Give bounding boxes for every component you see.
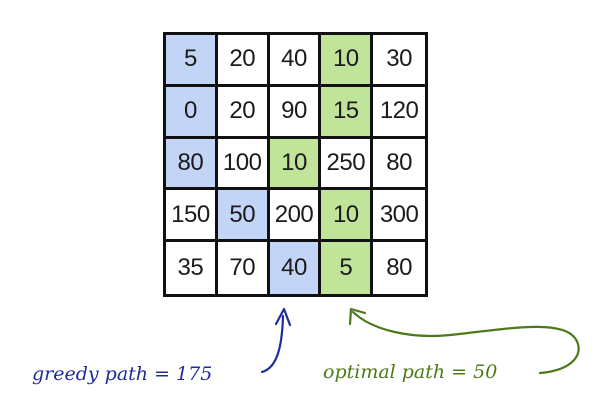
grid-cell: 15 xyxy=(321,86,374,139)
grid-cell: 80 xyxy=(166,138,218,191)
grid-cell: 5 xyxy=(321,242,374,294)
grid-cell: 200 xyxy=(269,190,322,243)
grid-cell: 100 xyxy=(217,138,270,191)
grid-cell: 10 xyxy=(321,190,374,243)
optimal-path-label: optimal path = 50 xyxy=(323,361,498,383)
greedy-arrowhead xyxy=(274,307,292,327)
grid-cell: 20 xyxy=(217,35,270,87)
grid-cell: 150 xyxy=(166,190,218,243)
grid-cell: 5 xyxy=(166,35,218,87)
grid-cell: 30 xyxy=(373,35,425,87)
greedy-arrow xyxy=(260,314,285,374)
grid-cell: 300 xyxy=(373,190,425,243)
grid-cell: 40 xyxy=(269,242,322,294)
grid-cell: 80 xyxy=(373,139,425,191)
grid-cell: 120 xyxy=(373,87,425,139)
greedy-path-label: greedy path = 175 xyxy=(32,363,213,385)
grid-cell: 20 xyxy=(217,86,270,139)
optimal-arrowhead xyxy=(348,307,367,326)
grid-cell: 35 xyxy=(166,242,218,294)
grid-cell: 0 xyxy=(166,86,218,139)
grid-cell: 10 xyxy=(269,138,322,191)
grid-cell: 10 xyxy=(321,35,374,87)
grid-cell: 40 xyxy=(269,35,322,87)
grid-cell: 50 xyxy=(217,190,270,243)
grid-cell: 80 xyxy=(386,254,412,282)
grid-cell: 250 xyxy=(321,138,374,191)
grid-cell: 90 xyxy=(269,86,322,139)
grid-cell: 70 xyxy=(218,242,270,294)
